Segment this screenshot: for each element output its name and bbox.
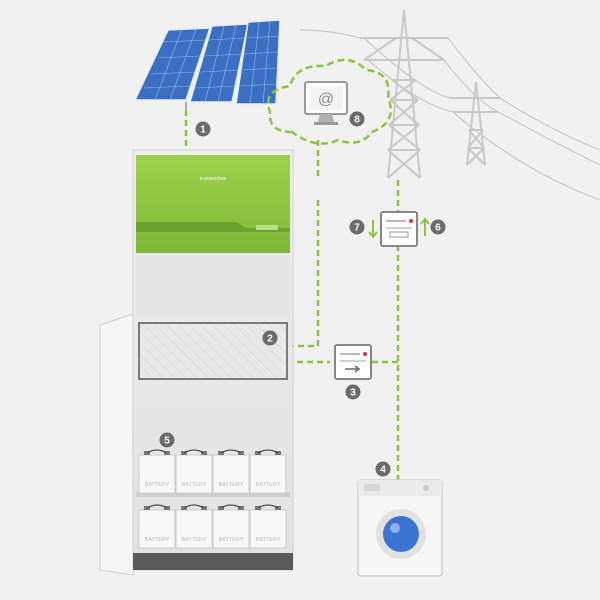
pylon-small-icon <box>450 81 500 166</box>
badge-7: 7 <box>349 219 365 235</box>
inverter-unit <box>136 155 290 253</box>
battery-label: BATTERY <box>219 482 244 488</box>
badge-number: 1 <box>200 125 206 136</box>
battery-icon: BATTERY <box>249 449 287 494</box>
email-glyph: @ <box>318 91 334 108</box>
badge-layer: 1 2 3 4 5 6 7 8 <box>159 111 446 477</box>
solar-panels-icon <box>133 19 281 110</box>
battery-bank: BATTERY BATTERY BATTERY BATTERY BATTERY BATTE… <box>138 449 287 549</box>
battery-label: BATTERY <box>182 482 207 488</box>
power-pylons-icon <box>299 9 600 201</box>
charge-controller-module <box>138 322 288 380</box>
badge-2: 2 <box>262 330 278 346</box>
badge-4: 4 <box>375 461 391 477</box>
battery-label: BATTERY <box>145 482 170 488</box>
badge-number: 5 <box>164 436 170 447</box>
badge-3: 3 <box>345 384 361 400</box>
battery-label: BATTERY <box>219 537 244 543</box>
battery-icon: BATTERY <box>175 504 213 549</box>
badge-number: 8 <box>354 115 360 126</box>
battery-label: BATTERY <box>182 537 207 543</box>
battery-icon: BATTERY <box>249 504 287 549</box>
meter-3-icon <box>334 344 372 380</box>
badge-8: 8 <box>349 111 365 127</box>
badge-number: 7 <box>354 223 360 234</box>
badge-number: 4 <box>380 465 386 476</box>
battery-icon: BATTERY <box>138 504 176 549</box>
cabinet-door <box>99 313 134 576</box>
grid-meter-icon <box>368 211 430 247</box>
pylon-large-icon <box>360 9 448 179</box>
battery-label: BATTERY <box>145 537 170 543</box>
washing-machine-icon <box>357 479 443 577</box>
inverter-brand: e-powerbox <box>200 176 227 182</box>
cabinet-base <box>133 553 293 570</box>
battery-icon: BATTERY <box>138 449 176 494</box>
energy-storage-cabinet: e-powerbox <box>99 149 294 576</box>
battery-icon: BATTERY <box>212 449 250 494</box>
badge-1: 1 <box>195 121 211 137</box>
arrow-up-icon <box>420 217 430 236</box>
battery-label: BATTERY <box>256 537 281 543</box>
battery-icon: BATTERY <box>212 504 250 549</box>
battery-icon: BATTERY <box>175 449 213 494</box>
badge-number: 2 <box>267 334 273 345</box>
monitor-icon: @ <box>304 81 348 125</box>
battery-label: BATTERY <box>256 482 281 488</box>
badge-number: 3 <box>350 388 356 399</box>
power-wires <box>299 29 600 201</box>
badge-number: 6 <box>435 223 441 234</box>
badge-5: 5 <box>159 432 175 448</box>
internet-cloud-icon: @ <box>267 58 392 145</box>
badge-6: 6 <box>430 219 446 235</box>
arrow-down-icon <box>368 220 378 239</box>
